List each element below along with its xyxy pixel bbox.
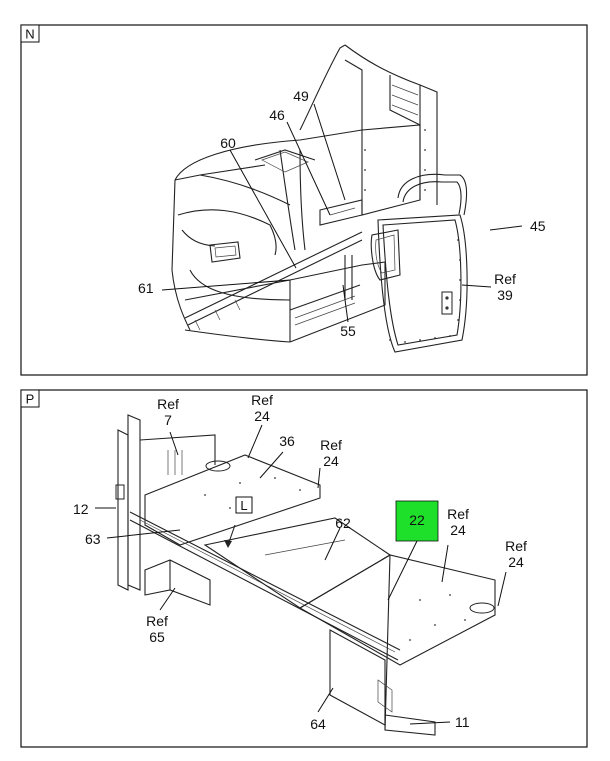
- leader-ref24-a: [247, 424, 263, 459]
- leader-39: [461, 284, 492, 288]
- leader-46: [286, 121, 331, 216]
- callout-61: 61: [138, 280, 154, 296]
- callout-ref24-b: 24: [323, 453, 339, 469]
- callout-60: 60: [220, 135, 236, 151]
- callout-49: 49: [293, 88, 309, 104]
- callout-64: 64: [310, 716, 326, 732]
- callout-ref24-c-ref: Ref: [447, 506, 469, 522]
- callout-ref7: 7: [164, 412, 172, 428]
- floor-drawing: [115, 414, 496, 736]
- leader-ref7: [169, 431, 179, 456]
- leader-60: [229, 149, 297, 269]
- leader-45: [489, 225, 523, 231]
- leader-ref24-b: [317, 467, 321, 489]
- callout-ref24-a-ref: Ref: [251, 392, 273, 408]
- leader-49: [313, 103, 346, 201]
- leader-22: [387, 540, 418, 601]
- callout-ref24-a: 24: [254, 408, 270, 424]
- callout-ref65: 65: [149, 629, 165, 645]
- callout-39-ref: Ref: [494, 271, 516, 287]
- leader-ref24-c: [441, 544, 449, 583]
- callout-55: 55: [340, 323, 356, 339]
- callout-ref24-c: 24: [450, 522, 466, 538]
- view-tag-box: [235, 496, 253, 514]
- callout-62: 62: [335, 515, 351, 531]
- cab-drawing: [171, 44, 468, 353]
- view-tag-l: L: [240, 498, 247, 513]
- callout-ref24-b-ref: Ref: [320, 437, 342, 453]
- panel-p-tag-box: [20, 389, 40, 408]
- callout-39: 39: [497, 287, 513, 303]
- callout-22: 22: [409, 512, 425, 528]
- callout-12: 12: [73, 501, 89, 517]
- leader-11: [409, 721, 451, 725]
- leader-ref24-d: [497, 571, 507, 607]
- leader-62: [324, 527, 341, 561]
- callout-63: 63: [85, 531, 101, 547]
- callout-45: 45: [530, 218, 546, 234]
- leader-55: [342, 284, 349, 323]
- callout-36: 36: [279, 433, 295, 449]
- leader-63: [106, 529, 181, 539]
- callout-46: 46: [269, 107, 285, 123]
- callout-ref24-d: 24: [508, 554, 524, 570]
- panel-n-tag: N: [25, 27, 34, 42]
- panel-p: P: [20, 389, 588, 748]
- panel-n-tag-box: [20, 24, 40, 43]
- leader-61: [161, 279, 291, 291]
- highlight-box-22: [395, 500, 439, 542]
- callout-ref65-ref: Ref: [146, 613, 168, 629]
- callout-ref7-ref: Ref: [157, 396, 179, 412]
- panel-n-frame: [20, 24, 588, 376]
- leader-64: [317, 687, 334, 713]
- panel-n: N: [20, 24, 588, 376]
- callout-ref24-d-ref: Ref: [505, 538, 527, 554]
- leader-36: [259, 451, 284, 479]
- leader-ref65: [159, 587, 176, 611]
- panel-p-tag: P: [26, 392, 35, 407]
- panel-p-frame: [20, 389, 588, 748]
- callout-11: 11: [455, 714, 470, 730]
